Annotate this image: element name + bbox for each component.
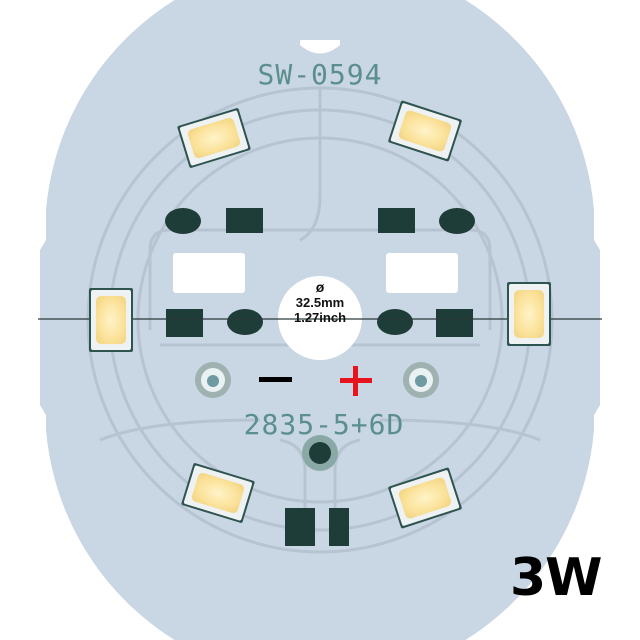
terminal-negative (195, 362, 231, 398)
mounting-slots (173, 253, 458, 293)
via-hole (309, 442, 331, 464)
led-top-left (177, 108, 251, 168)
center-hole (278, 276, 362, 360)
diameter-annotation: ø 32.5mm 1.27inch (270, 279, 370, 326)
led-mid-left (89, 288, 133, 352)
diameter-inch: 1.27inch (293, 310, 347, 325)
solder-pads-bottom (285, 508, 349, 546)
led-bottom-left (181, 463, 255, 523)
negative-mark (259, 377, 292, 382)
board-part-number: SW-0594 (257, 58, 382, 91)
diameter-symbol: ø (315, 279, 325, 295)
solder-pads-upper (165, 208, 475, 234)
solder-pads-lower (166, 309, 473, 337)
led-bottom-right (388, 467, 462, 529)
led-mid-right (507, 282, 551, 346)
positive-mark (340, 366, 372, 396)
diameter-mm: 32.5mm (295, 295, 345, 310)
terminal-positive (403, 362, 439, 398)
led-top-right (388, 100, 462, 162)
power-rating-label: 3W (510, 548, 603, 608)
